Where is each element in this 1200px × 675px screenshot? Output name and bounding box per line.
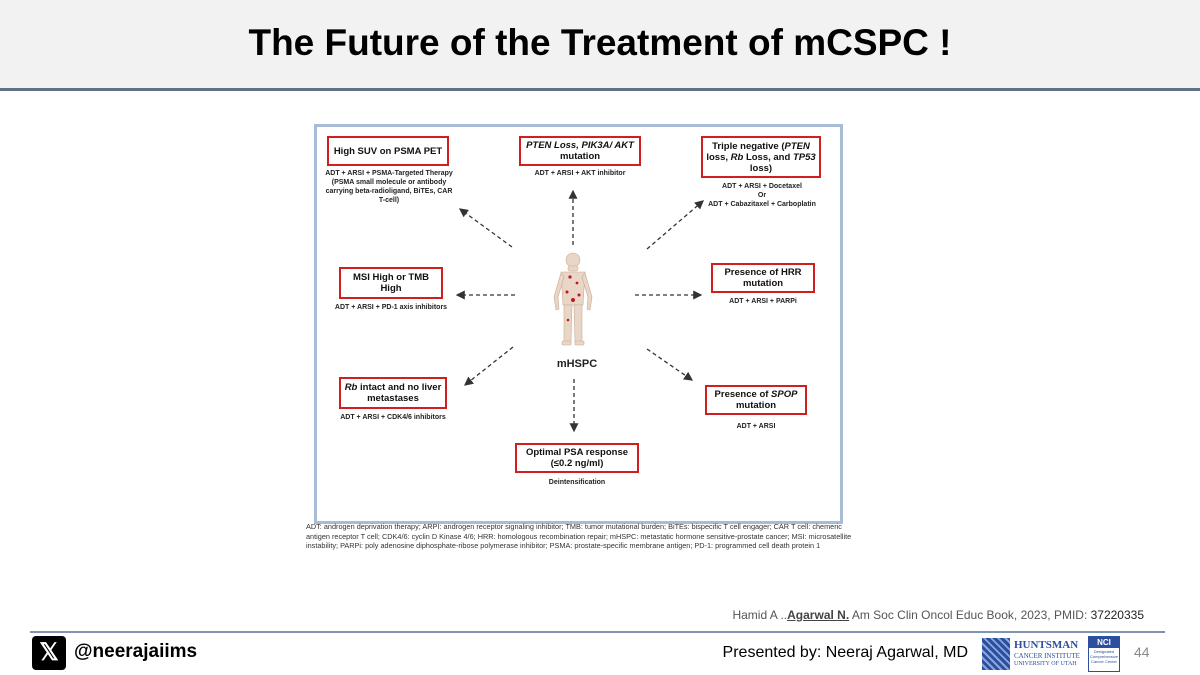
title-divider bbox=[0, 88, 1200, 91]
huntsman-logo: HUNTSMAN CANCER INSTITUTE UNIVERSITY OF … bbox=[982, 636, 1122, 672]
x-logo-icon: 𝕏 bbox=[32, 636, 66, 670]
arrow-rb bbox=[463, 346, 514, 386]
figure: High SUV on PSMA PET ADT + ARSI + PSMA-T… bbox=[290, 112, 870, 587]
node-treatment-psma: ADT + ARSI + PSMA-Targeted Therapy (PSMA… bbox=[325, 170, 453, 204]
diagram-arrows bbox=[455, 189, 704, 433]
arrow-psma bbox=[458, 208, 513, 248]
node-treatment-rb: ADT + ARSI + CDK4/6 inhibitors bbox=[340, 414, 446, 421]
node-treatment-psa: Deintensification bbox=[548, 479, 606, 486]
diagram-frame: High SUV on PSMA PET ADT + ARSI + PSMA-T… bbox=[314, 124, 843, 524]
node-box-triple: Triple negative (PTEN loss, Rb Loss, and… bbox=[701, 136, 821, 178]
diagram-footnote: ADT: androgen deprivation therapy; ARPI:… bbox=[306, 522, 852, 551]
tumor-markers bbox=[565, 275, 581, 322]
presenter-credit: Presented by: Neeraj Agarwal, MD bbox=[722, 644, 968, 661]
center-label: mHSPC bbox=[556, 358, 598, 370]
node-box-hrr: Presence of HRR mutation bbox=[711, 263, 815, 293]
node-treatment-spop: ADT + ARSI bbox=[736, 423, 776, 430]
footer-divider bbox=[30, 631, 1165, 633]
arrow-triple bbox=[646, 200, 704, 250]
node-box-spop: Presence of SPOP mutation bbox=[705, 385, 807, 415]
arrow-spop bbox=[646, 348, 694, 381]
node-treatment-hrr: ADT + ARSI + PARPi bbox=[729, 298, 797, 305]
node-treatment-triple: ADT + ARSI + Docetaxel Or ADT + Cabazita… bbox=[708, 183, 816, 208]
title-band bbox=[0, 0, 1200, 88]
huntsman-mark-icon bbox=[982, 638, 1010, 670]
node-box-psma: High SUV on PSMA PET bbox=[327, 136, 449, 166]
citation: Hamid A ..Agarwal N. Am Soc Clin Oncol E… bbox=[732, 608, 1144, 622]
node-box-pten: PTEN Loss, PIK3A/ AKT mutation bbox=[519, 136, 641, 166]
nci-badge: NCI Designated Comprehensive Cancer Cent… bbox=[1088, 636, 1120, 672]
human-figure bbox=[553, 252, 593, 346]
node-box-rb: Rb intact and no liver metastases bbox=[339, 377, 447, 409]
node-box-psa: Optimal PSA response (≤0.2 ng/ml) bbox=[515, 443, 639, 473]
citation-author[interactable]: Agarwal N. bbox=[787, 608, 850, 622]
slide-number: 44 bbox=[1134, 644, 1150, 660]
node-treatment-pten: ADT + ARSI + AKT inhibitor bbox=[534, 170, 626, 177]
citation-pmid: 37220335 bbox=[1090, 608, 1144, 622]
social-handle: @neerajaiims bbox=[74, 641, 198, 662]
page-title: The Future of the Treatment of mCSPC ! bbox=[248, 22, 952, 63]
node-box-msi: MSI High or TMB High bbox=[339, 267, 443, 299]
node-treatment-msi: ADT + ARSI + PD-1 axis inhibitors bbox=[334, 304, 448, 311]
